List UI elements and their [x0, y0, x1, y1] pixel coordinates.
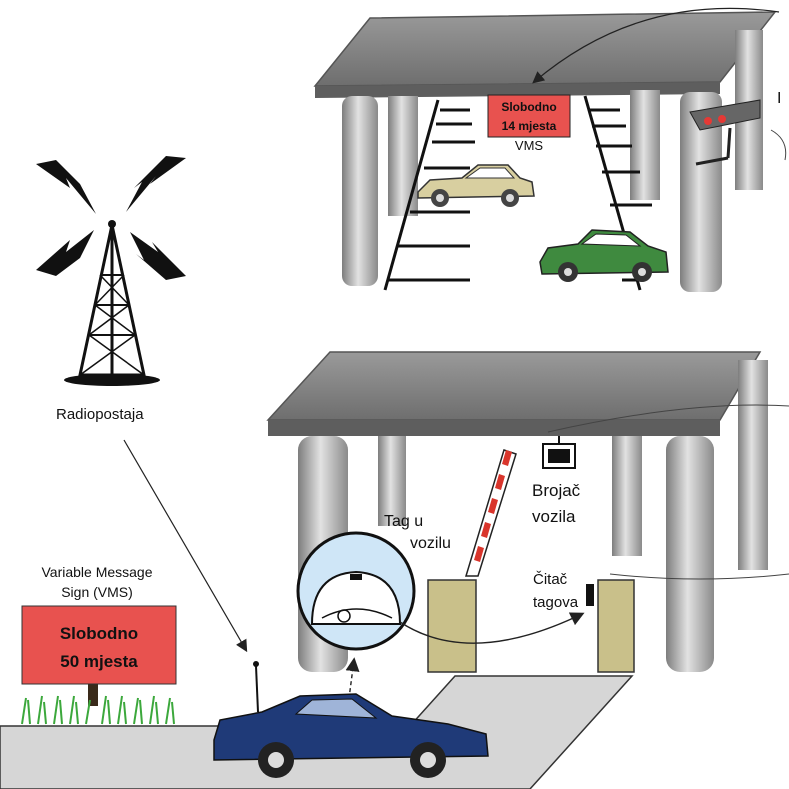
roadside-sign-board	[21, 605, 177, 685]
tag-label-line2: vozilu	[410, 535, 451, 552]
signal-arrow-upper	[532, 7, 780, 84]
radio-label: Radiopostaja	[56, 406, 144, 423]
radio-tower	[36, 156, 186, 386]
garage-sign-line1: Slobodno	[501, 100, 556, 114]
grass	[21, 695, 175, 725]
upper-pillar	[630, 90, 660, 200]
upper-pillar	[680, 92, 722, 292]
lower-pillar	[378, 436, 406, 526]
beige-car	[417, 164, 535, 207]
upper-garage-roof	[313, 11, 777, 87]
partial-label: I	[777, 90, 781, 107]
vms-caption-line2: Sign (VMS)	[61, 584, 133, 600]
counter-label-line1: Brojač	[532, 481, 581, 500]
green-car	[539, 229, 669, 282]
lower-pillar	[738, 360, 768, 570]
signal-bolt	[36, 156, 186, 280]
lower-garage-roof	[266, 351, 762, 421]
garage-vms-sign	[487, 94, 571, 138]
camera-device	[689, 99, 761, 166]
radio-to-car-arrow	[123, 439, 248, 653]
tag-reader	[586, 584, 594, 606]
booth-right	[597, 579, 635, 673]
garage-vms-label: VMS	[515, 138, 544, 153]
vehicle-tag	[350, 574, 362, 580]
vms-caption-line1: Variable Message	[41, 564, 152, 580]
upper-pillar	[388, 96, 418, 216]
roadside-sign-line1: Slobodno	[60, 624, 138, 643]
counter-label-line2: vozila	[532, 507, 576, 526]
roadside-vms: Slobodno 50 mjesta	[21, 605, 177, 725]
barrier-arm	[464, 449, 517, 577]
tag-to-reader-arrow	[399, 612, 585, 644]
upper-pillar	[342, 96, 378, 286]
vehicle-counter	[542, 436, 576, 469]
reader-label-line1: Čitač	[533, 571, 568, 588]
roadside-sign-line2: 50 mjesta	[60, 652, 138, 671]
blue-car	[213, 661, 489, 778]
lower-pillar	[612, 436, 642, 556]
garage-sign-line2: 14 mjesta	[502, 119, 557, 133]
parking-stripes	[383, 95, 652, 291]
lower-pillar	[666, 436, 714, 672]
booth-left	[427, 579, 477, 673]
tag-label-line1: Tag u	[384, 513, 423, 530]
tag-magnifier	[296, 531, 416, 651]
upper-garage: Slobodno 14 mjesta VMS I	[313, 7, 787, 292]
reader-label-line2: tagova	[533, 594, 579, 611]
